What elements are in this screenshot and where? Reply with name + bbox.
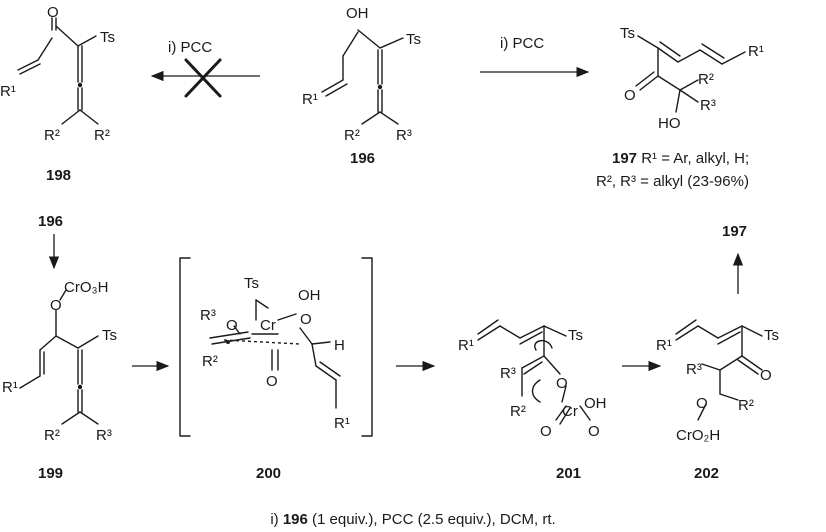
atom-R2: R² bbox=[44, 127, 60, 144]
compound-label-196: 196 bbox=[38, 213, 63, 230]
atom-O: O bbox=[696, 395, 708, 412]
atom-OH: OH bbox=[346, 5, 369, 22]
compound-label-201: 201 bbox=[556, 465, 581, 482]
reaction-conditions: i) 196 (1 equiv.), PCC (2.5 equiv.), DCM… bbox=[270, 511, 555, 528]
reagent-label: i) PCC bbox=[168, 39, 212, 56]
structure-196: OH Ts R¹ R² R³ 196 bbox=[302, 5, 421, 167]
atom-R3: R³ bbox=[686, 361, 702, 378]
atom-H: H bbox=[334, 337, 345, 354]
atom-O: O bbox=[266, 373, 278, 390]
atom-Cr: Cr bbox=[260, 317, 276, 334]
atom-Cr: Cr bbox=[562, 403, 578, 420]
atom-OH: OH bbox=[298, 287, 321, 304]
arrow-down: 196 bbox=[38, 213, 63, 270]
atom-R2: R² bbox=[94, 127, 110, 144]
atom-CrO3H: CrO₃H bbox=[64, 279, 108, 296]
compound-label-197: 197 bbox=[722, 223, 747, 240]
compound-label-199: 199 bbox=[38, 465, 63, 482]
atom-CrO2H: CrO₂H bbox=[676, 427, 720, 444]
atom-O: O bbox=[226, 317, 238, 334]
atom-R2: R² bbox=[510, 403, 526, 420]
atom-O: O bbox=[540, 423, 552, 440]
structure-200: Ts OH O Cr O H R³ R² O R¹ 200 bbox=[179, 257, 373, 482]
atom-R3: R³ bbox=[700, 97, 716, 114]
atom-Ts: Ts bbox=[100, 29, 115, 46]
atom-O: O bbox=[588, 423, 600, 440]
atom-R3: R³ bbox=[500, 365, 516, 382]
structure-201: R¹ Ts R³ O OH Cr R² O O 201 bbox=[458, 319, 607, 482]
arrow-up: 197 bbox=[722, 223, 747, 294]
arrow-forward: i) PCC bbox=[480, 35, 590, 78]
atom-R2: R² bbox=[344, 127, 360, 144]
atom-R3: R³ bbox=[396, 127, 412, 144]
caption-197-line1: 197 R¹ = Ar, alkyl, H; bbox=[612, 150, 749, 167]
atom-O: O bbox=[760, 367, 772, 384]
atom-R1: R¹ bbox=[0, 83, 16, 100]
atom-Ts: Ts bbox=[244, 275, 259, 292]
atom-R1: R¹ bbox=[2, 379, 18, 396]
atom-R2: R² bbox=[738, 397, 754, 414]
atom-O: O bbox=[50, 297, 62, 314]
atom-O: O bbox=[556, 375, 568, 392]
atom-Ts: Ts bbox=[620, 25, 635, 42]
atom-O: O bbox=[624, 87, 636, 104]
compound-label-202: 202 bbox=[694, 465, 719, 482]
compound-label-196: 196 bbox=[350, 150, 375, 167]
atom-OH: OH bbox=[584, 395, 607, 412]
atom-R1: R¹ bbox=[748, 43, 764, 60]
atom-HO: HO bbox=[658, 115, 681, 132]
structure-199: O CrO₃H Ts R¹ R² R³ 199 bbox=[2, 279, 117, 482]
atom-R1: R¹ bbox=[458, 337, 474, 354]
atom-Ts: Ts bbox=[406, 31, 421, 48]
structure-198: O Ts R¹ R² R² 198 bbox=[0, 4, 115, 184]
reagent-label: i) PCC bbox=[500, 35, 544, 52]
caption-197-line2: R², R³ = alkyl (23-96%) bbox=[596, 173, 749, 190]
atom-R1: R¹ bbox=[656, 337, 672, 354]
atom-R3: R³ bbox=[96, 427, 112, 444]
atom-R1: R¹ bbox=[334, 415, 350, 432]
atom-O: O bbox=[47, 4, 59, 21]
atom-Ts: Ts bbox=[102, 327, 117, 344]
structure-202: R¹ Ts O R³ R² O CrO₂H 202 bbox=[656, 319, 779, 482]
atom-R3: R³ bbox=[200, 307, 216, 324]
atom-R2: R² bbox=[44, 427, 60, 444]
atom-R2: R² bbox=[202, 353, 218, 370]
compound-label-200: 200 bbox=[256, 465, 281, 482]
atom-Ts: Ts bbox=[568, 327, 583, 344]
atom-Ts: Ts bbox=[764, 327, 779, 344]
atom-O: O bbox=[300, 311, 312, 328]
arrow-blocked: i) PCC bbox=[150, 39, 260, 98]
atom-R2: R² bbox=[698, 71, 714, 88]
structure-197: Ts R¹ O R² R³ HO 197 R¹ = Ar, alkyl, H; … bbox=[596, 25, 764, 190]
atom-R1: R¹ bbox=[302, 91, 318, 108]
compound-label-198: 198 bbox=[46, 167, 71, 184]
